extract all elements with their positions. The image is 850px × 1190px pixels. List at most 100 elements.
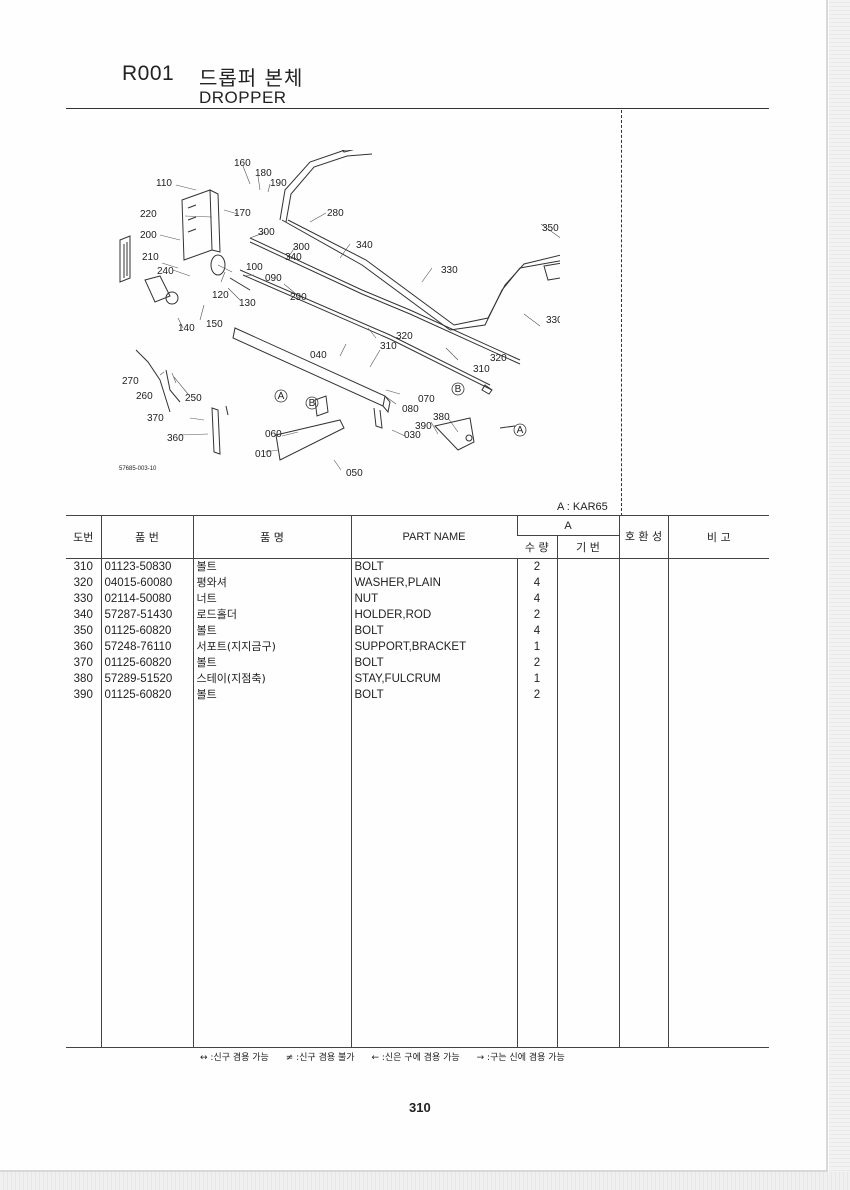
cell-remarks — [667, 671, 769, 687]
cell-qty: 2 — [516, 687, 557, 703]
page-number: 310 — [409, 1100, 431, 1115]
col-header-remarks: 비 고 — [667, 515, 769, 559]
svg-text:170: 170 — [234, 208, 251, 219]
svg-text:310: 310 — [380, 341, 397, 352]
legend-item: ↔ :신구 겸용 가능 — [200, 1053, 269, 1063]
cell-remarks — [667, 639, 769, 655]
cell-prefix — [556, 671, 619, 687]
svg-text:070: 070 — [418, 394, 435, 405]
cell-remarks — [667, 655, 769, 671]
cell-part-name: BOLT — [350, 623, 517, 639]
svg-text:280: 280 — [327, 208, 344, 219]
cell-part-no: 01125-60820 — [100, 655, 193, 671]
svg-text:380: 380 — [433, 412, 450, 423]
cell-name-ko: 볼트 — [192, 687, 351, 703]
svg-text:060: 060 — [265, 429, 282, 440]
diagram-drawing: 160 180 190 110 170 220 280 200 300 340 … — [119, 150, 560, 479]
cell-prefix — [556, 575, 619, 591]
blank-cell — [516, 703, 557, 1048]
cell-ref-no: 340 — [73, 609, 93, 621]
svg-text:160: 160 — [234, 158, 251, 169]
cell-qty: 2 — [516, 607, 557, 623]
cell-part-no: 01125-60820 — [100, 623, 193, 639]
cell-name-ko: 평와셔 — [192, 575, 351, 591]
cell-name-ko: 볼트 — [192, 558, 351, 575]
svg-text:090: 090 — [265, 273, 282, 284]
page-title-english: DROPPER — [199, 88, 287, 107]
svg-text:300: 300 — [293, 242, 310, 253]
cell-part-name: SUPPORT,BRACKET — [350, 639, 517, 655]
svg-text:120: 120 — [212, 290, 229, 301]
svg-text:360: 360 — [167, 433, 184, 444]
cell-prefix — [556, 591, 619, 607]
cell-remarks — [667, 687, 769, 703]
col-header-prefix: 기 번 — [556, 535, 619, 559]
cell-interchange — [618, 671, 668, 687]
cell-ref-no: 350 — [73, 625, 93, 637]
cell-interchange — [618, 639, 668, 655]
cell-ref-no: 310 — [73, 561, 93, 573]
svg-text:270: 270 — [122, 376, 139, 387]
svg-text:100: 100 — [246, 262, 263, 273]
blank-cell — [667, 703, 769, 1048]
svg-text:210: 210 — [142, 252, 159, 263]
svg-text:310: 310 — [473, 364, 490, 375]
svg-text:320: 320 — [490, 353, 507, 364]
page-edge-right — [829, 0, 850, 1190]
cell-qty: 4 — [516, 591, 557, 607]
cell-remarks — [667, 575, 769, 591]
interchange-legend: ↔ :신구 겸용 가능 ≠ :신구 겸용 불가 ← :신은 구에 겸용 가능 →… — [200, 1050, 579, 1063]
page-edge-bottom — [0, 1172, 850, 1190]
cell-ref-no: 330 — [73, 593, 93, 605]
cell-interchange — [618, 607, 668, 623]
col-header-ref-no: 도번 — [66, 515, 101, 559]
cell-interchange — [618, 591, 668, 607]
svg-text:A: A — [517, 425, 524, 436]
svg-text:190: 190 — [270, 178, 287, 189]
svg-text:390: 390 — [415, 421, 432, 432]
svg-text:140: 140 — [178, 323, 195, 334]
cell-remarks — [667, 558, 769, 575]
blank-cell — [192, 703, 351, 1048]
cell-part-name: BOLT — [350, 655, 517, 671]
svg-text:150: 150 — [206, 319, 223, 330]
section-code: R001 — [122, 62, 175, 85]
svg-text:B: B — [309, 398, 316, 409]
cell-part-no: 01125-60820 — [100, 687, 193, 703]
svg-text:050: 050 — [346, 468, 363, 479]
exploded-parts-diagram: 160 180 190 110 170 220 280 200 300 340 … — [100, 150, 560, 480]
cell-interchange — [618, 687, 668, 703]
cell-name-ko: 볼트 — [192, 655, 351, 671]
cell-part-no: 57289-51520 — [100, 671, 193, 687]
cell-qty: 1 — [516, 671, 557, 687]
cell-qty: 1 — [516, 639, 557, 655]
svg-text:130: 130 — [239, 298, 256, 309]
svg-text:200: 200 — [140, 230, 157, 241]
cell-part-name: NUT — [350, 591, 517, 607]
table-blank-area — [66, 703, 769, 1048]
cell-name-ko: 스테이(지점축) — [192, 671, 351, 687]
page-title-korean: 드롭퍼 본체 — [199, 66, 304, 90]
svg-text:B: B — [455, 384, 462, 395]
cell-ref-no: 320 — [73, 577, 93, 589]
svg-text:330: 330 — [546, 315, 560, 326]
svg-text:320: 320 — [396, 331, 413, 342]
svg-text:240: 240 — [157, 266, 174, 277]
svg-text:370: 370 — [147, 413, 164, 424]
header-divider — [66, 108, 769, 109]
cell-name-ko: 볼트 — [192, 623, 351, 639]
catalog-page: R001 드롭퍼 본체 DROPPER — [0, 0, 828, 1172]
svg-text:350: 350 — [542, 223, 559, 234]
svg-text:330: 330 — [441, 265, 458, 276]
parts-table: 도번 품 번 품 명 PART NAME A 호 환 성 비 고 수 량 기 번… — [66, 515, 769, 1048]
cell-remarks — [667, 591, 769, 607]
svg-text:220: 220 — [140, 209, 157, 220]
cell-prefix — [556, 623, 619, 639]
